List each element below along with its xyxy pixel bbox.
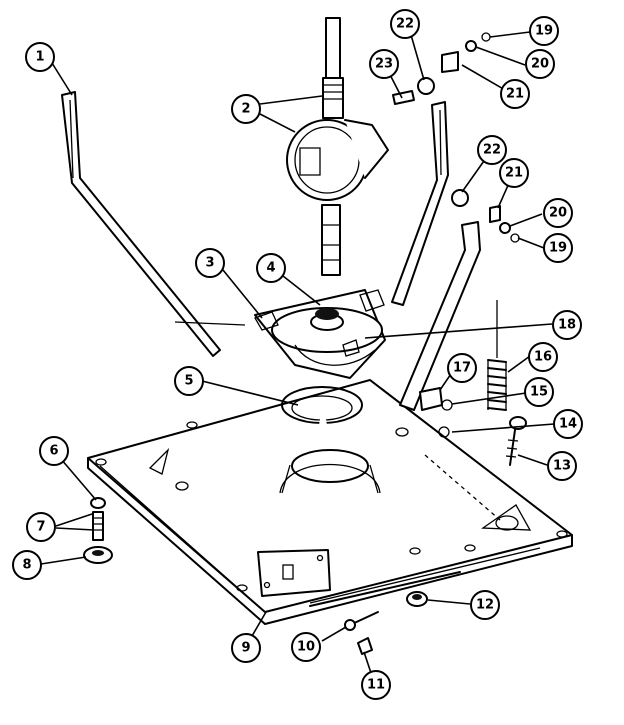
callout-5-label: 5 <box>184 374 193 389</box>
callout-3: 3 <box>195 248 225 278</box>
callout-6-label: 6 <box>49 444 58 459</box>
callout-12-label: 12 <box>476 598 494 613</box>
callout-10: 10 <box>291 632 321 662</box>
callout-11-label: 11 <box>367 678 385 693</box>
callout-9: 9 <box>231 633 261 663</box>
callout-5: 5 <box>174 366 204 396</box>
callout-14-label: 14 <box>559 417 577 432</box>
callout-1: 1 <box>25 42 55 72</box>
part-2-transmission <box>286 17 389 276</box>
bottom-hardware <box>344 591 428 655</box>
callout-17: 17 <box>447 353 477 383</box>
callout-3-label: 3 <box>205 256 214 271</box>
callout-2-label: 2 <box>241 102 250 117</box>
upper-right-brace <box>391 32 491 306</box>
callout-14: 14 <box>553 409 583 439</box>
part-1-left-brace <box>61 91 246 357</box>
callout-13: 13 <box>547 451 577 481</box>
callout-19-lower-label: 19 <box>549 241 567 256</box>
base-plate <box>87 379 573 625</box>
callout-22-lower-label: 22 <box>483 143 501 158</box>
callout-23-label: 23 <box>375 57 393 72</box>
callout-19-top-label: 19 <box>535 24 553 39</box>
callout-16-label: 16 <box>534 350 552 365</box>
callout-8: 8 <box>12 550 42 580</box>
feet-hardware <box>83 497 113 564</box>
callout-22-top-label: 22 <box>396 17 414 32</box>
callout-22-top: 22 <box>390 9 420 39</box>
part-16-spring <box>487 300 507 411</box>
callout-12: 12 <box>470 590 500 620</box>
callout-13-label: 13 <box>553 459 571 474</box>
part-13-eye-bolt <box>505 416 527 466</box>
callout-15-label: 15 <box>530 385 548 400</box>
callout-19-top: 19 <box>529 16 559 46</box>
callout-17-label: 17 <box>453 361 471 376</box>
callout-15: 15 <box>524 377 554 407</box>
callout-20-lower: 20 <box>543 198 573 228</box>
callout-8-label: 8 <box>22 558 31 573</box>
callout-20-top-label: 20 <box>531 57 549 72</box>
leader-lines <box>40 27 555 674</box>
callout-10-label: 10 <box>297 640 315 655</box>
callout-16: 16 <box>528 342 558 372</box>
callout-1-label: 1 <box>35 50 44 65</box>
callout-23: 23 <box>369 49 399 79</box>
callout-7: 7 <box>26 512 56 542</box>
callout-2: 2 <box>231 94 261 124</box>
callout-22-lower: 22 <box>477 135 507 165</box>
callout-21-top: 21 <box>500 79 530 109</box>
callout-21-lower-label: 21 <box>505 166 523 181</box>
callout-4: 4 <box>256 253 286 283</box>
callout-18-label: 18 <box>558 318 576 333</box>
callout-4-label: 4 <box>266 261 275 276</box>
part-5-split-ring <box>281 386 363 425</box>
callout-21-lower: 21 <box>499 158 529 188</box>
part-3-mount-assembly <box>254 289 386 379</box>
callout-19-lower: 19 <box>543 233 573 263</box>
callout-7-label: 7 <box>36 520 45 535</box>
callout-9-label: 9 <box>241 641 250 656</box>
callout-20-lower-label: 20 <box>549 206 567 221</box>
callout-21-top-label: 21 <box>506 87 524 102</box>
callout-11: 11 <box>361 670 391 700</box>
callout-20-top: 20 <box>525 49 555 79</box>
callout-18: 18 <box>552 310 582 340</box>
callout-6: 6 <box>39 436 69 466</box>
right-brace <box>399 189 520 438</box>
